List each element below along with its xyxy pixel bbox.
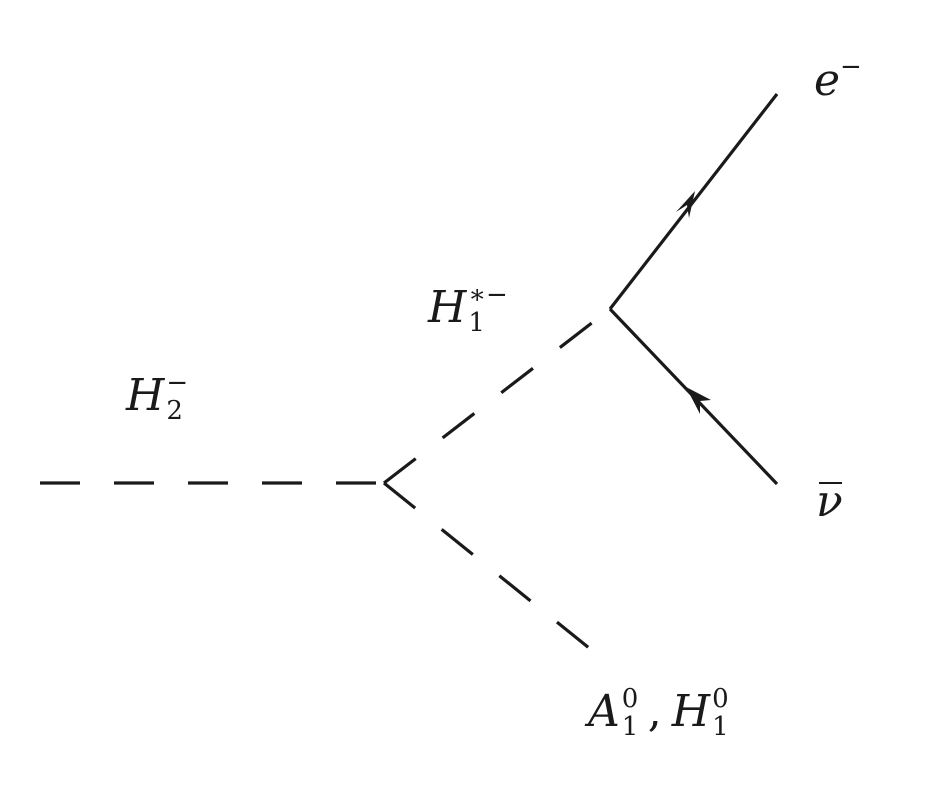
fermion-line-electron	[608, 93, 779, 310]
arrow-electron-icon	[676, 191, 695, 218]
label-antineutrino: ν	[816, 476, 843, 527]
label-intermediate-h1-star: H∗−1	[428, 280, 508, 338]
arrow-antineutrino-icon	[686, 387, 711, 414]
label-electron: e−	[814, 52, 862, 106]
propagator-intermediate-dashed	[383, 307, 611, 485]
label-incoming-h2: H−2	[126, 368, 189, 426]
propagator-neutral-dashed	[382, 481, 616, 670]
